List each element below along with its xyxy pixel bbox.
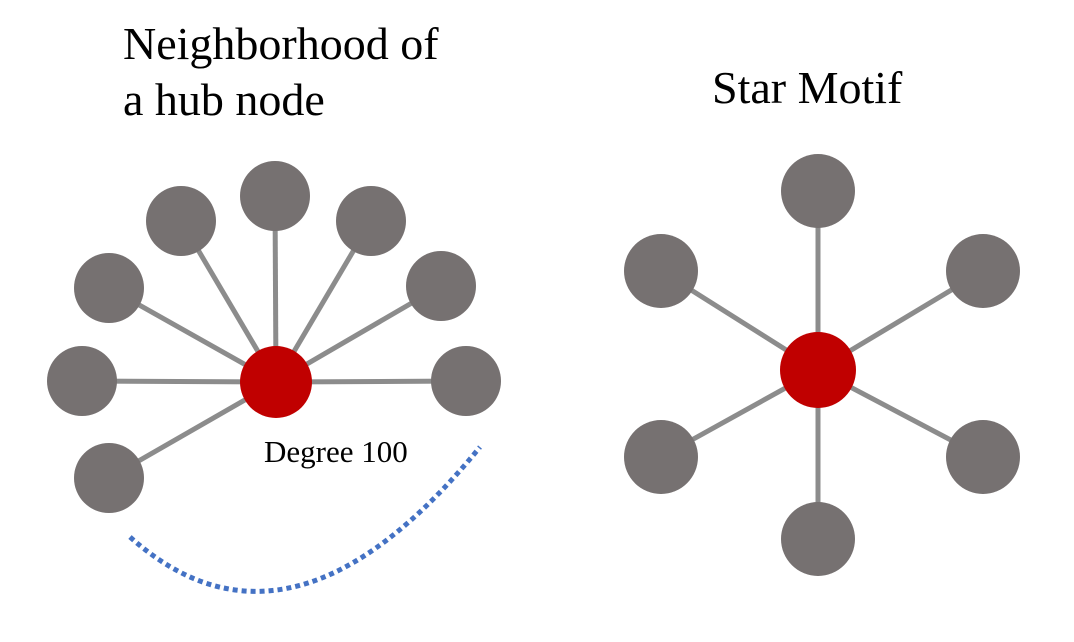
- hub-neighbor-node: [406, 251, 476, 321]
- star-motif-title: Star Motif: [712, 62, 903, 113]
- star-center-node: [780, 332, 856, 408]
- hub-neighbor-node: [336, 186, 406, 256]
- star-neighbor-node: [946, 234, 1020, 308]
- star-neighbor-node: [624, 234, 698, 308]
- degree-label: Degree 100: [264, 434, 408, 469]
- hub-neighbor-node: [74, 443, 144, 513]
- hub-neighborhood-graph: [47, 161, 501, 513]
- hub-neighbor-node: [74, 253, 144, 323]
- hub-title-line-1: Neighborhood of: [123, 18, 439, 69]
- hub-neighbor-node: [431, 346, 501, 416]
- star-neighbor-node: [781, 502, 855, 576]
- hub-neighbor-node: [47, 346, 117, 416]
- more-neighbors-dotted-arc: [128, 445, 482, 594]
- hub-neighbor-node: [240, 161, 310, 231]
- hub-neighbor-node: [146, 186, 216, 256]
- star-neighbor-node: [781, 154, 855, 228]
- hub-title-line-2: a hub node: [123, 74, 325, 125]
- star-neighbor-node: [946, 420, 1020, 494]
- hub-center-node: [240, 346, 312, 418]
- star-motif-graph: [624, 154, 1020, 576]
- star-neighbor-node: [624, 420, 698, 494]
